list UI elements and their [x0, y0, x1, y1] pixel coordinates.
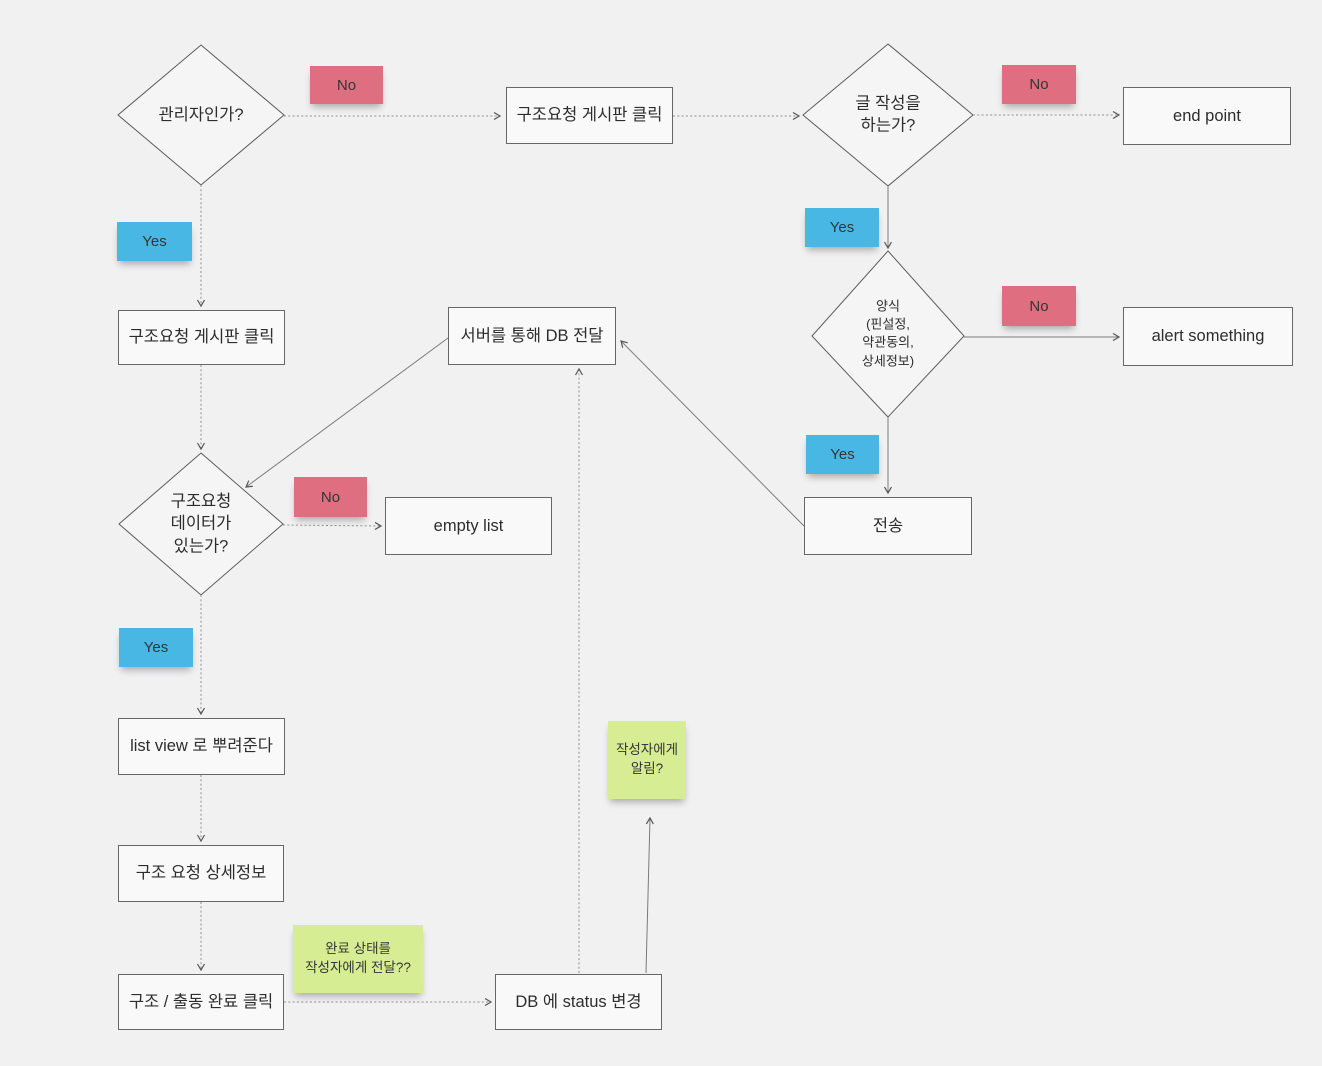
- process-alert-something[interactable]: alert something: [1123, 307, 1293, 366]
- sticky-yes-form[interactable]: Yes: [806, 435, 879, 474]
- connector-send-serverdb: [620, 340, 805, 527]
- process-db-status-label: DB 에 status 변경: [515, 992, 642, 1011]
- sticky-yes-admin-label: Yes: [142, 233, 167, 250]
- connector-dbstatus-alertwriter: [645, 816, 654, 974]
- sticky-note-alert-writer[interactable]: 작성자에게 알림?: [608, 721, 686, 799]
- process-end-point-label: end point: [1173, 106, 1241, 125]
- sticky-yes-form-label: Yes: [830, 446, 855, 463]
- connector-serverdb-hasdata: [245, 337, 449, 488]
- sticky-no-hasdata-label: No: [320, 488, 341, 506]
- decision-form-label: 양식 (핀설정, 약관동의, 상세정보): [861, 298, 915, 369]
- decision-has-request-data-label: 구조요청 데이터가 있는가?: [170, 492, 232, 556]
- process-request-detail[interactable]: 구조 요청 상세정보: [118, 845, 284, 902]
- sticky-yes-admin[interactable]: Yes: [117, 222, 192, 261]
- decision-is-admin-label: 관리자인가?: [158, 105, 244, 124]
- sticky-no-writes-label: No: [1029, 76, 1049, 93]
- process-server-db[interactable]: 서버를 통해 DB 전달: [448, 307, 616, 365]
- process-complete-click-label: 구조 / 출동 완료 클릭: [128, 992, 274, 1011]
- process-list-view[interactable]: list view 로 뿌려준다: [118, 718, 285, 775]
- sticky-note-notify-writer-status[interactable]: 완료 상태를 작성자에게 전달??: [293, 925, 423, 993]
- sticky-no-form[interactable]: No: [1002, 286, 1076, 326]
- process-complete-click[interactable]: 구조 / 출동 완료 클릭: [118, 974, 284, 1030]
- process-alert-something-label: alert something: [1151, 327, 1265, 346]
- sticky-no-admin[interactable]: No: [310, 66, 383, 104]
- process-send-label: 전송: [872, 516, 904, 535]
- process-send[interactable]: 전송: [804, 497, 972, 555]
- sticky-no-writes[interactable]: No: [1002, 65, 1076, 104]
- process-request-detail-label: 구조 요청 상세정보: [135, 864, 267, 883]
- process-empty-list[interactable]: empty list: [385, 497, 552, 555]
- process-db-status[interactable]: DB 에 status 변경: [495, 974, 662, 1030]
- process-empty-list-label: empty list: [433, 516, 504, 535]
- sticky-no-hasdata[interactable]: No: [294, 477, 367, 517]
- process-board-click-top[interactable]: 구조요청 게시판 클릭: [506, 87, 673, 144]
- sticky-yes-writes-label: Yes: [829, 219, 855, 236]
- decision-writes-post-label: 글 작성을 하는가?: [855, 94, 921, 135]
- sticky-no-admin-label: No: [336, 76, 357, 94]
- sticky-yes-hasdata[interactable]: Yes: [119, 628, 193, 667]
- sticky-yes-writes[interactable]: Yes: [805, 208, 879, 247]
- process-server-db-label: 서버를 통해 DB 전달: [460, 326, 604, 345]
- sticky-note-alert-writer-label: 작성자에게 알림?: [615, 742, 679, 776]
- connector-hasdata-no-emptylist: [282, 521, 383, 530]
- process-board-click-top-label: 구조요청 게시판 클릭: [516, 106, 663, 125]
- sticky-note-notify-writer-status-label: 완료 상태를 작성자에게 전달??: [305, 941, 411, 975]
- process-board-click-left-label: 구조요청 게시판 클릭: [128, 328, 275, 347]
- sticky-no-form-label: No: [1029, 297, 1049, 315]
- process-board-click-left[interactable]: 구조요청 게시판 클릭: [118, 310, 285, 365]
- process-list-view-label: list view 로 뿌려준다: [130, 737, 273, 756]
- process-end-point[interactable]: end point: [1123, 87, 1291, 145]
- sticky-yes-hasdata-label: Yes: [143, 639, 169, 656]
